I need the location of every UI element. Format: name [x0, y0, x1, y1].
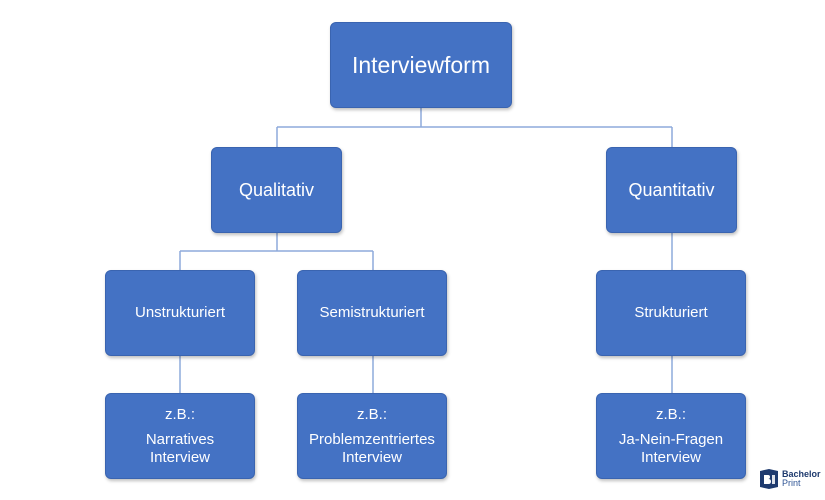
logo-line1: Bachelor — [782, 469, 821, 479]
node-interviewform: Interviewform — [330, 22, 512, 108]
node-strukturiert-label: Strukturiert — [634, 304, 708, 322]
example-prefix: z.B.: — [356, 406, 387, 424]
node-semistrukturiert-label: Semistrukturiert — [319, 304, 425, 322]
example-line2: Interview — [341, 448, 403, 466]
bachelorprint-logo: Bachelor Print — [759, 464, 821, 494]
node-semistrukturiert: Semistrukturiert — [297, 270, 447, 356]
node-example-ja-nein-fragen-interview: z.B.: Ja-Nein-Fragen Interview — [596, 393, 746, 479]
node-qualitativ-label: Qualitativ — [238, 179, 315, 200]
logo-line2: Print — [782, 478, 801, 488]
node-example-narratives-interview: z.B.: Narratives Interview — [105, 393, 255, 479]
example-prefix: z.B.: — [655, 406, 686, 424]
example-line1: Problemzentriertes — [309, 431, 435, 449]
bachelorprint-logo-text: Bachelor Print — [782, 470, 821, 488]
node-strukturiert: Strukturiert — [596, 270, 746, 356]
example-line2: Interview — [149, 448, 211, 466]
connector-root-to-level1 — [276, 108, 673, 147]
example-line1: Narratives — [145, 431, 215, 449]
node-quantitativ: Quantitativ — [606, 147, 737, 233]
node-example-problemzentriertes-interview: z.B.: Problemzentriertes Interview — [297, 393, 447, 479]
node-unstrukturiert-label: Unstrukturiert — [134, 304, 226, 322]
node-unstrukturiert: Unstrukturiert — [105, 270, 255, 356]
connector-qualitativ-to-children — [179, 233, 374, 270]
bachelorprint-logo-icon — [760, 469, 778, 489]
node-qualitativ: Qualitativ — [211, 147, 342, 233]
node-interviewform-label: Interviewform — [351, 51, 491, 78]
example-line1: Ja-Nein-Fragen — [618, 431, 724, 449]
example-line2: Interview — [640, 448, 702, 466]
node-quantitativ-label: Quantitativ — [628, 179, 715, 200]
example-prefix: z.B.: — [164, 406, 195, 424]
